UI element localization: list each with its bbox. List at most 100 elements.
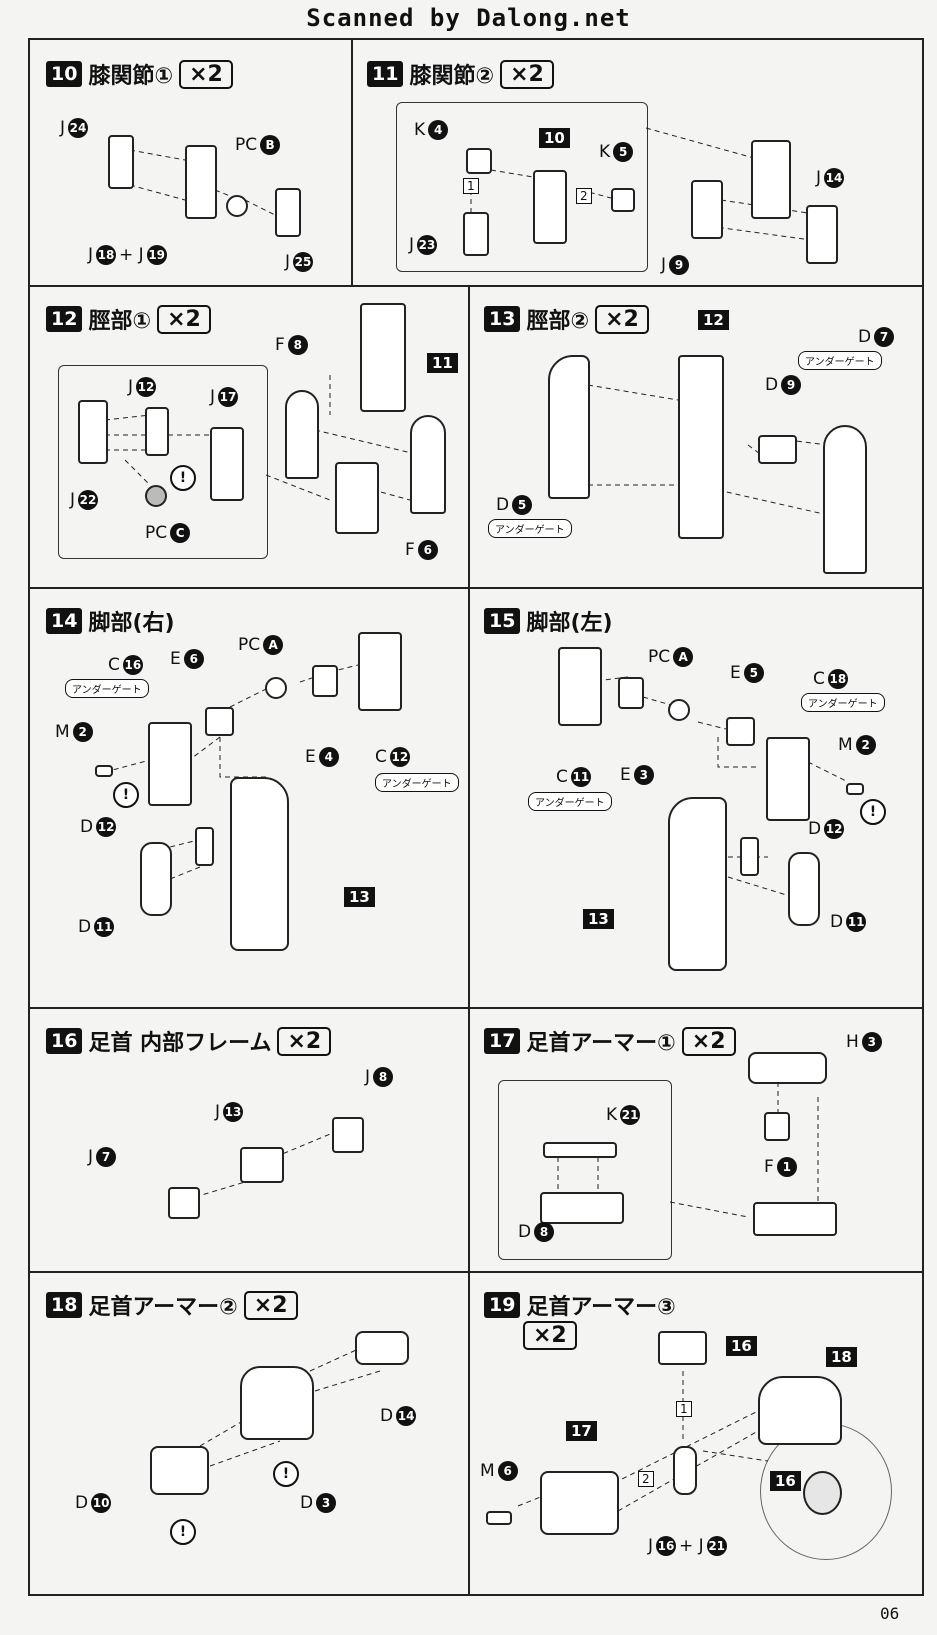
step-multiplier: ×2 — [595, 304, 649, 334]
part-illustration — [358, 632, 402, 711]
step-title: 脚部(右) — [88, 611, 175, 636]
part-illustration — [240, 1366, 314, 1440]
part-illustration — [145, 485, 167, 507]
under-gate-tag: アンダーゲート — [798, 351, 882, 370]
step-title: 足首アーマー① — [526, 1031, 676, 1056]
sequence-marker: 2 — [638, 1471, 654, 1487]
part-illustration — [751, 140, 791, 219]
step-reference: 11 — [427, 353, 458, 373]
step-number: 11 — [367, 61, 404, 87]
under-gate-tag: アンダーゲート — [801, 693, 885, 712]
step-title: 膝関節① — [88, 64, 174, 89]
part-illustration — [558, 647, 602, 726]
step-12-header: 12 脛部① ×2 — [46, 303, 211, 335]
part-illustration — [548, 355, 590, 499]
part-illustration — [658, 1331, 707, 1365]
part-illustration — [678, 355, 724, 539]
part-illustration — [806, 205, 838, 264]
part-illustration — [673, 1446, 697, 1495]
part-illustration — [753, 1202, 837, 1236]
part-illustration — [285, 390, 319, 479]
step-multiplier: ×2 — [500, 59, 554, 89]
step-number: 16 — [46, 1028, 83, 1054]
part-illustration — [205, 707, 234, 736]
part-illustration — [210, 427, 244, 501]
step-multiplier: ×2 — [523, 1321, 577, 1350]
part-illustration — [486, 1511, 512, 1525]
part-illustration — [78, 400, 108, 464]
part-illustration — [410, 415, 446, 514]
step-reference: 10 — [539, 128, 570, 148]
caution-icon: ! — [273, 1461, 299, 1487]
part-illustration — [803, 1471, 842, 1515]
step-13-header: 13 脛部② ×2 — [484, 303, 649, 335]
step-title: 足首アーマー② — [88, 1295, 238, 1320]
caution-icon: ! — [860, 799, 886, 825]
part-illustration — [108, 135, 134, 189]
part-illustration — [195, 827, 214, 866]
part-illustration — [230, 777, 289, 951]
step-title: 脚部(左) — [526, 611, 613, 636]
part-illustration — [668, 797, 727, 971]
watermark: Scanned by Dalong.net — [306, 4, 631, 32]
part-illustration — [463, 212, 489, 256]
part-illustration — [466, 148, 492, 174]
under-gate-tag: アンダーゲート — [528, 792, 612, 811]
part-illustration — [788, 852, 820, 926]
part-illustration — [355, 1331, 409, 1365]
step-title: 足首アーマー③ — [526, 1295, 676, 1320]
part-illustration — [726, 717, 755, 746]
step-number: 14 — [46, 608, 83, 634]
part-illustration — [95, 765, 113, 777]
step-15-header: 15 脚部(左) — [484, 605, 613, 637]
sequence-marker: 1 — [463, 178, 479, 194]
step-18-header: 18 足首アーマー② ×2 — [46, 1289, 298, 1321]
sequence-marker: 2 — [576, 188, 592, 204]
part-illustration — [740, 837, 759, 876]
part-illustration — [846, 783, 864, 795]
under-gate-tag: アンダーゲート — [65, 679, 149, 698]
step-19-header: 19 足首アーマー③ — [484, 1289, 676, 1321]
step-reference: 17 — [566, 1421, 597, 1441]
part-illustration — [533, 170, 567, 244]
part-illustration — [312, 665, 338, 697]
step-title: 脛部② — [526, 309, 590, 334]
step-title: 脛部① — [88, 309, 152, 334]
step-number: 15 — [484, 608, 521, 634]
step-reference: 16 — [770, 1471, 801, 1491]
part-illustration — [758, 1376, 842, 1445]
step-multiplier: ×2 — [243, 1290, 298, 1320]
step-reference: 12 — [698, 310, 729, 330]
part-illustration — [360, 303, 406, 412]
